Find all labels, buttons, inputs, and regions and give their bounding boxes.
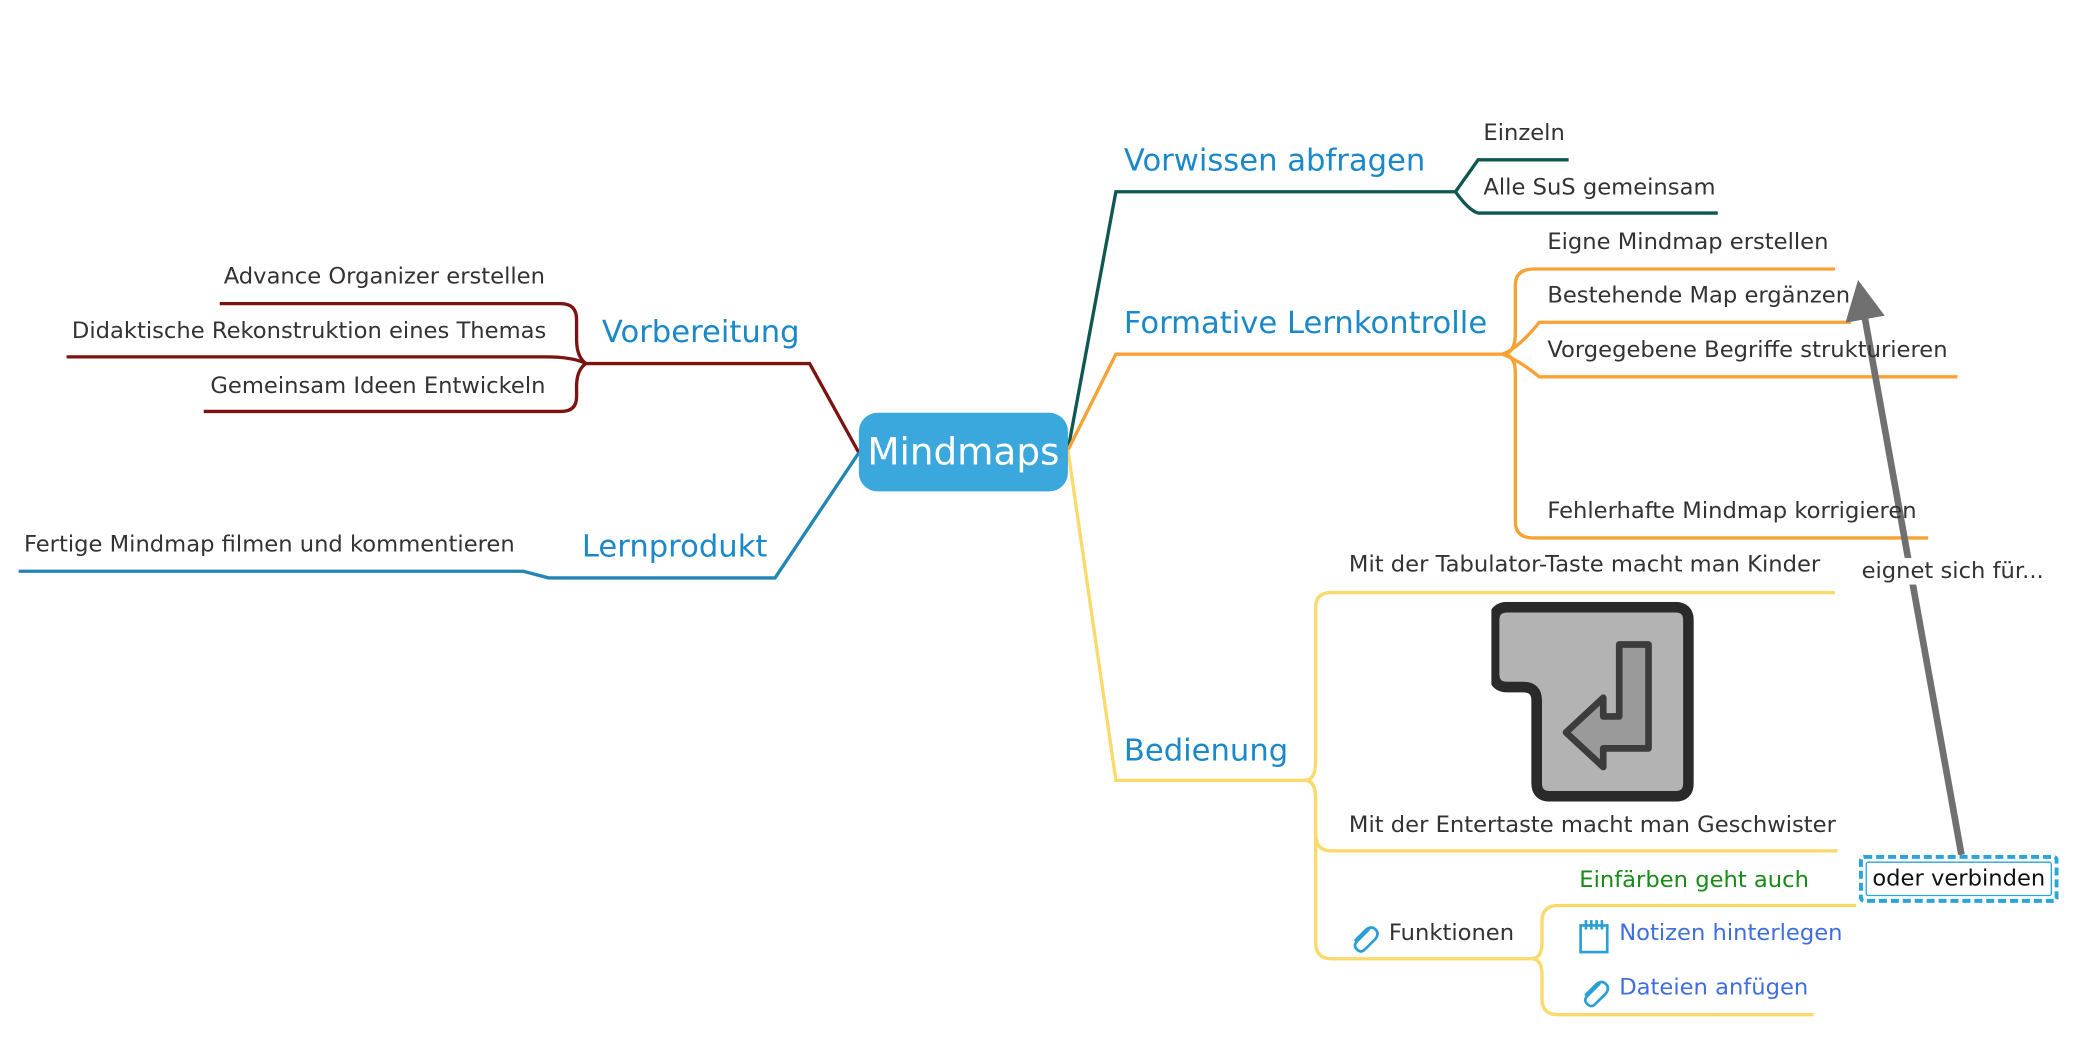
- floating-topic[interactable]: oder verbinden: [1858, 854, 2059, 903]
- subtopic-vorgegebene-begriffe[interactable]: Vorgegebene Begriffe strukturieren: [1547, 336, 1948, 364]
- subtopic-fertige-mindmap[interactable]: Fertige Mindmap filmen und kommentieren: [23, 531, 515, 558]
- subtopic-eigne-mindmap[interactable]: Eigne Mindmap erstellen: [1547, 229, 1829, 256]
- subtopic-tab-note[interactable]: Mit der Tabulator-Taste macht man Kinder: [1348, 551, 1821, 578]
- lernprodukt-links: [18, 451, 861, 580]
- subtopic-funktionen[interactable]: Funktionen: [1388, 920, 1515, 947]
- topic-vorbereitung[interactable]: Vorbereitung: [601, 315, 800, 351]
- relation-label[interactable]: eignet sich für...: [1861, 557, 2044, 585]
- subtopic-einzeln[interactable]: Einzeln: [1483, 119, 1565, 147]
- subtopic-alle-sus[interactable]: Alle SuS gemeinsam: [1483, 174, 1716, 202]
- root-node[interactable]: Mindmaps: [858, 412, 1068, 492]
- topic-bedienung[interactable]: Bedienung: [1123, 733, 1289, 769]
- subtopic-einfaerben[interactable]: Einfärben geht auch: [1579, 866, 1809, 894]
- paperclip-icon: [1348, 923, 1380, 955]
- vorwissen-links: [1066, 158, 1718, 451]
- subtopic-notizen[interactable]: Notizen hinterlegen: [1619, 920, 1843, 947]
- subtopic-gemeinsam-ideen[interactable]: Gemeinsam Ideen Entwickeln: [210, 372, 546, 400]
- note-icon: [1578, 917, 1610, 954]
- topic-vorwissen[interactable]: Vorwissen abfragen: [1123, 143, 1426, 179]
- subtopic-didaktische-rekonstruktion[interactable]: Didaktische Rekonstruktion eines Themas: [71, 318, 547, 345]
- subtopic-dateien[interactable]: Dateien anfügen: [1619, 974, 1809, 1002]
- vorbereitung-links: [66, 301, 861, 454]
- enter-key-icon: [1488, 601, 1694, 802]
- subtopic-enter-note[interactable]: Mit der Entertaste macht man Geschwister: [1348, 812, 1836, 839]
- formativ-links: [1066, 267, 1958, 540]
- subtopic-advance-organizer[interactable]: Advance Organizer erstellen: [223, 263, 545, 291]
- topic-lernprodukt[interactable]: Lernprodukt: [581, 529, 768, 565]
- topic-formativ[interactable]: Formative Lernkontrolle: [1123, 306, 1488, 341]
- subtopic-fehlerhafte-mindmap[interactable]: Fehlerhafte Mindmap korrigieren: [1547, 498, 1917, 525]
- subtopic-bestehende-map[interactable]: Bestehende Map ergänzen: [1547, 282, 1851, 309]
- paperclip-icon: [1578, 977, 1610, 1009]
- bedienung-links: [1066, 449, 1857, 1017]
